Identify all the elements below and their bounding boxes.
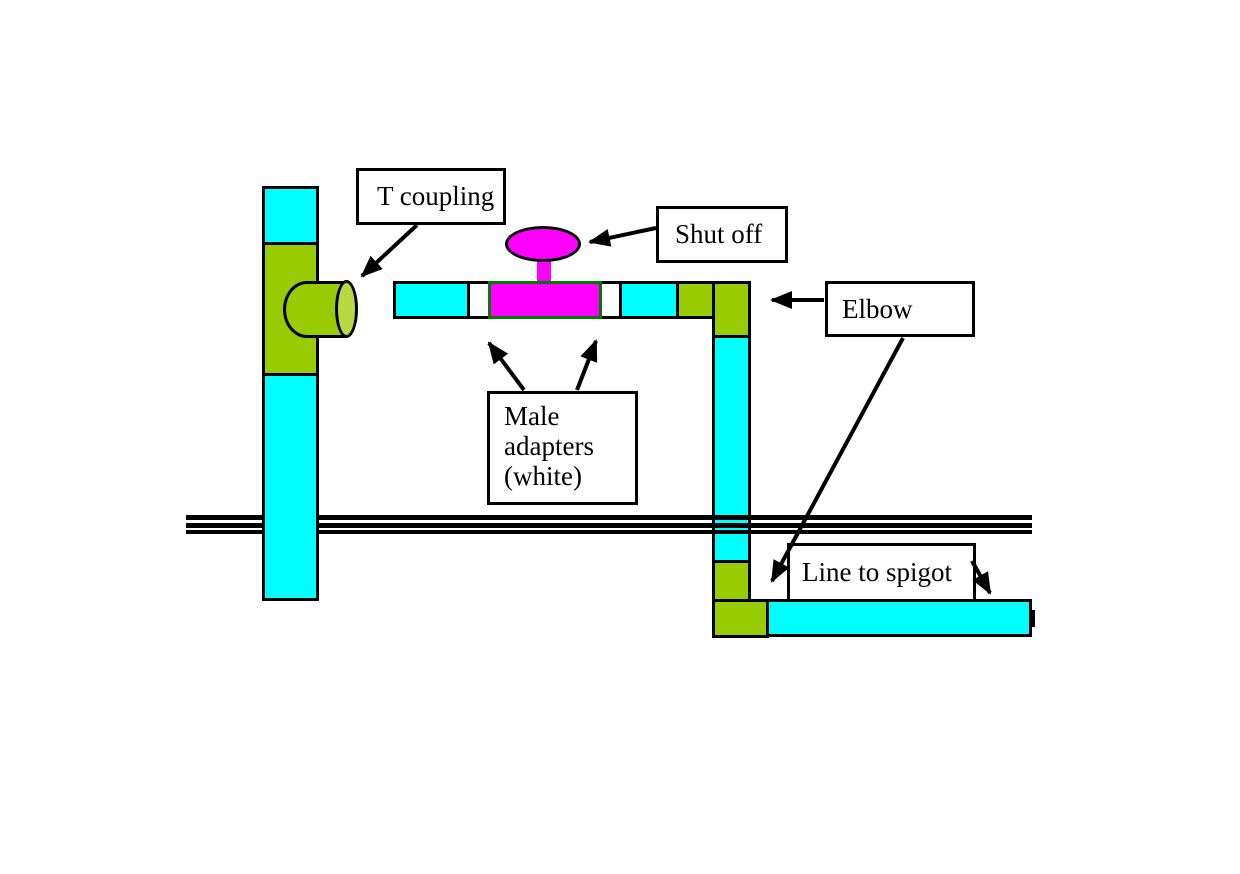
label-shut-off: Shut off: [675, 219, 763, 249]
left-pipe-top-segment: [262, 186, 319, 245]
bottom-horizontal-pipe: [766, 599, 1032, 637]
label-line-to-spigot: Line to spigot: [802, 557, 952, 587]
upper-elbow-fitting: [712, 281, 751, 338]
label-box-male-adapters: Male adapters (white): [487, 391, 638, 505]
upper-pipe-right-segment: [619, 281, 679, 319]
spigot-outlet-nub: [1030, 610, 1035, 627]
shut-off-valve-stem: [537, 258, 551, 284]
t-coupling-outlet-cap: [335, 280, 358, 338]
label-box-shut-off: Shut off: [656, 206, 788, 263]
left-pipe-bottom-segment: [262, 373, 319, 601]
right-vertical-pipe: [712, 334, 751, 563]
shut-off-valve-body: [488, 281, 602, 319]
label-male-adapters: Male adapters (white): [504, 401, 594, 491]
shut-off-valve-handle: [505, 226, 581, 262]
ground-line-bottom: [186, 530, 1032, 534]
lower-elbow-fitting: [712, 599, 769, 638]
arrow-shut-off: [588, 226, 657, 247]
right-pipe-coupling: [712, 560, 751, 602]
label-t-coupling: T coupling: [377, 181, 495, 211]
label-box-elbow: Elbow: [825, 281, 975, 337]
ground-line-top: [186, 515, 1032, 520]
label-box-t-coupling: T coupling: [356, 168, 506, 225]
upper-pipe-coupling: [676, 281, 715, 319]
arrow-t-coupling: [360, 223, 419, 278]
upper-pipe-left-segment: [393, 281, 470, 319]
label-box-line-to-spigot: Line to spigot: [787, 543, 976, 602]
arrow-male-adapter-right: [575, 339, 598, 391]
ground-line-middle: [186, 523, 1032, 528]
arrow-male-adapter-left: [487, 341, 526, 392]
label-elbow: Elbow: [842, 293, 913, 324]
